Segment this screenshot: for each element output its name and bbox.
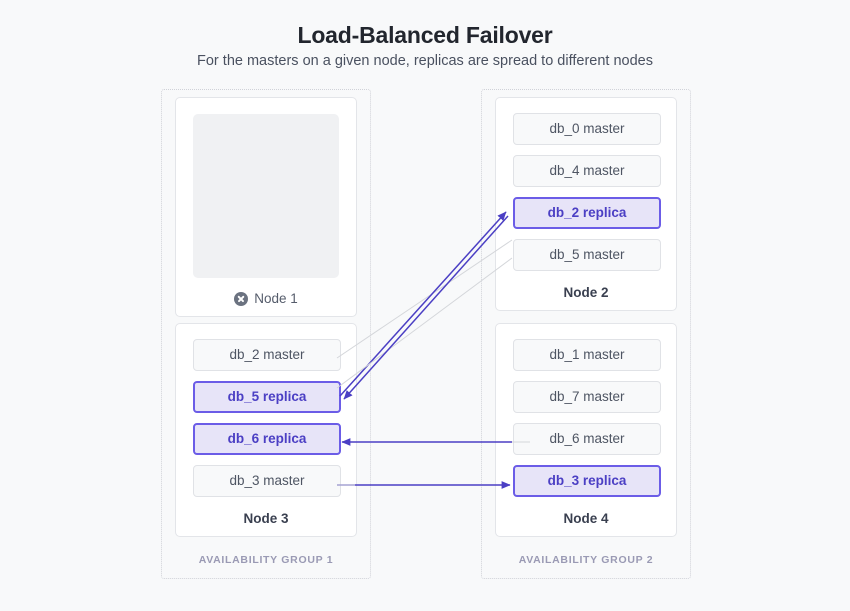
node-4-label: Node 4: [563, 511, 609, 526]
db-item-db_2-replica[interactable]: db_2 replica: [513, 197, 661, 229]
db-item-db_6-master[interactable]: db_6 master: [513, 423, 661, 455]
availability-group-1-label: AVAILABILITY GROUP 1: [198, 554, 334, 566]
node-2-db-list: db_0 master db_4 master db_2 replica db_…: [513, 113, 661, 281]
db-item-db_6-replica[interactable]: db_6 replica: [193, 423, 341, 455]
node-4-db-list: db_1 master db_7 master db_6 master db_3…: [513, 339, 661, 507]
circle-x-icon: [234, 291, 249, 306]
db-item-db_3-master[interactable]: db_3 master: [193, 465, 341, 497]
node-card-node-1[interactable]: Node 1: [175, 97, 357, 317]
db-item-db_2-master[interactable]: db_2 master: [193, 339, 341, 371]
db-item-db_0-master[interactable]: db_0 master: [513, 113, 661, 145]
db-item-db_5-master[interactable]: db_5 master: [513, 239, 661, 271]
node-2-label: Node 2: [563, 285, 609, 300]
node-1-label-row: Node 1: [176, 291, 356, 306]
db-item-db_5-replica[interactable]: db_5 replica: [193, 381, 341, 413]
node-card-node-4[interactable]: db_1 master db_7 master db_6 master db_3…: [495, 323, 677, 537]
node-3-label: Node 3: [243, 511, 289, 526]
node-card-node-2[interactable]: db_0 master db_4 master db_2 replica db_…: [495, 97, 677, 311]
db-item-db_1-master[interactable]: db_1 master: [513, 339, 661, 371]
node-3-db-list: db_2 master db_5 replica db_6 replica db…: [193, 339, 341, 507]
db-item-db_4-master[interactable]: db_4 master: [513, 155, 661, 187]
page-title: Load-Balanced Failover: [297, 22, 553, 48]
node-card-node-3[interactable]: db_2 master db_5 replica db_6 replica db…: [175, 323, 357, 537]
db-item-db_7-master[interactable]: db_7 master: [513, 381, 661, 413]
page-subtitle: For the masters on a given node, replica…: [197, 53, 653, 69]
node-1-label: Node 1: [254, 291, 298, 306]
db-item-db_3-replica[interactable]: db_3 replica: [513, 465, 661, 497]
availability-group-2-label: AVAILABILITY GROUP 2: [518, 554, 654, 566]
node-1-empty-placeholder: [193, 114, 339, 278]
